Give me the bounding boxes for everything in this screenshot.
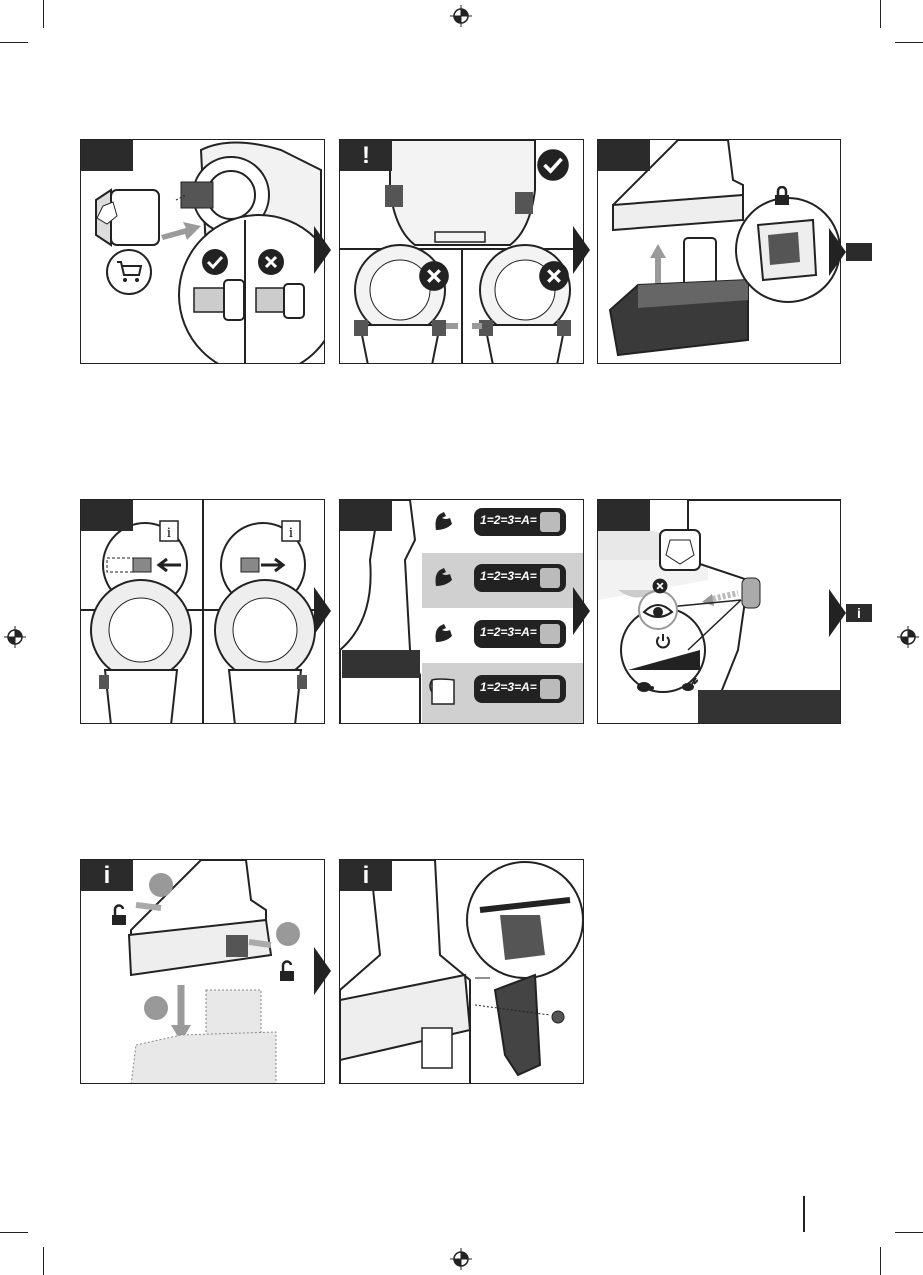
step-label-box <box>598 140 650 171</box>
next-arrow-icon <box>573 226 590 274</box>
mode-a-label: A <box>521 625 530 639</box>
next-arrow-icon <box>573 587 590 635</box>
panel-direction-warning: ! <box>339 139 584 364</box>
svg-text:i: i <box>167 525 171 541</box>
unlock-icon <box>111 904 127 926</box>
crop-mark <box>880 0 881 28</box>
crop-mark <box>880 1247 881 1275</box>
mode-button <box>540 624 560 644</box>
step-label-box <box>81 500 133 531</box>
mode-2-label: 2 <box>494 625 501 639</box>
next-arrow-icon <box>829 228 846 276</box>
step-label-box <box>340 500 392 531</box>
language-tab <box>846 243 872 261</box>
info-icon: i <box>159 520 179 542</box>
check-icon <box>536 148 570 182</box>
lock-icon <box>774 186 790 206</box>
mode-2-label: 2 <box>494 680 501 694</box>
panel-battery-insert <box>597 139 841 364</box>
panel-belt-clip: i <box>339 859 584 1084</box>
mode-3-label: 3 <box>507 625 514 639</box>
cross-icon <box>538 260 570 292</box>
unlock-icon <box>279 960 295 982</box>
mode-2-label: 2 <box>494 513 501 527</box>
belt-clip-illustration <box>340 860 584 1084</box>
crop-mark <box>895 42 923 43</box>
mode-a-label: A <box>521 569 530 583</box>
callout-b <box>276 922 300 946</box>
registration-mark-icon <box>897 626 919 648</box>
check-icon <box>201 248 229 276</box>
panel-trigger-speed <box>597 499 841 724</box>
turtle-icon <box>636 680 654 692</box>
mode-button <box>540 568 560 588</box>
info-tab: i <box>846 604 872 622</box>
info-icon: i <box>340 860 392 891</box>
next-arrow-icon <box>314 947 331 995</box>
crop-mark <box>895 1232 923 1233</box>
mode-1-label: 1 <box>480 625 487 639</box>
mode-a-label: A <box>521 680 530 694</box>
info-icon: i <box>81 860 133 891</box>
mode-1-label: 1 <box>480 513 487 527</box>
flexed-arm-icon <box>432 510 454 532</box>
panel-mode-selector: 1=2=3=A= 1=2=3=A= 1=2=3=A= 1=2=3=A= <box>339 499 584 724</box>
mode-3-label: 3 <box>507 680 514 694</box>
mode-a-label: A <box>521 513 530 527</box>
power-icon <box>654 632 672 650</box>
registration-mark-icon <box>450 5 472 27</box>
mode-2-label: 2 <box>494 569 501 583</box>
shopping-cart-icon <box>115 260 143 284</box>
next-arrow-icon <box>314 226 331 274</box>
mode-button <box>540 512 560 532</box>
mode-1-label: 1 <box>480 569 487 583</box>
panel-socket-fitting <box>80 139 325 364</box>
flexed-arm-icon <box>432 566 454 588</box>
mode-button <box>540 679 560 699</box>
page-number-rule <box>803 1196 805 1232</box>
rabbit-icon <box>680 678 698 692</box>
mode-3-label: 3 <box>507 513 514 527</box>
step-label-box <box>81 140 133 171</box>
tape-icon <box>428 676 458 706</box>
next-arrow-icon <box>829 589 846 637</box>
registration-mark-icon <box>4 626 26 648</box>
trigger-speed-illustration <box>598 500 841 724</box>
svg-text:i: i <box>289 525 293 541</box>
next-arrow-icon <box>314 587 331 635</box>
crop-mark <box>43 0 44 28</box>
crop-mark <box>0 42 28 43</box>
callout-c <box>144 996 168 1020</box>
crop-mark <box>0 1232 28 1233</box>
mode-1-label: 1 <box>480 680 487 694</box>
step-label-box <box>598 500 650 531</box>
eye-icon <box>638 590 678 630</box>
cross-icon <box>257 248 285 276</box>
callout-a <box>149 873 173 897</box>
cross-icon <box>418 260 450 292</box>
cross-icon <box>652 578 668 594</box>
flexed-arm-icon <box>432 622 454 644</box>
info-icon: i <box>281 520 301 542</box>
mode-3-label: 3 <box>507 569 514 583</box>
warning-icon: ! <box>340 140 392 171</box>
panel-direction-selector: i i <box>80 499 325 724</box>
registration-mark-icon <box>450 1248 472 1270</box>
battery-insert-illustration <box>598 140 841 364</box>
crop-mark <box>43 1247 44 1275</box>
panel-battery-removal: i <box>80 859 325 1084</box>
